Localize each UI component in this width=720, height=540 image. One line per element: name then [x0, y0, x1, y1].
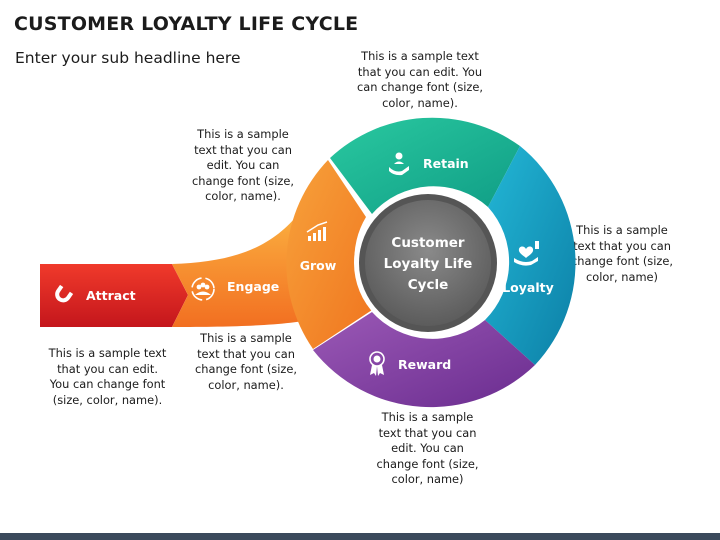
- award-ribbon-icon: [369, 351, 385, 376]
- stage-attract-label: Attract: [86, 288, 136, 303]
- center-line-2: Loyalty Life: [384, 256, 473, 272]
- note-retain-left: This is a sample text that you can edit.…: [192, 127, 294, 204]
- center-line-1: Customer: [391, 235, 465, 251]
- magnet-icon: [55, 284, 74, 303]
- stage-attract-band: [40, 264, 188, 327]
- note-loyalty: This is a sample text that you can chang…: [571, 223, 673, 284]
- stage-grow-label: Grow: [300, 258, 337, 273]
- note-attract: This is a sample text that you can edit.…: [48, 346, 167, 407]
- heart-hand-icon: [514, 241, 539, 266]
- stage-grow-segment: [286, 160, 372, 349]
- stage-loyalty-label: Loyalty: [502, 280, 554, 295]
- stage-reward-segment: [313, 312, 535, 408]
- stage-loyalty-segment: [485, 146, 576, 365]
- stage-retain-segment: [330, 117, 520, 214]
- stage-retain-label: Retain: [423, 156, 469, 171]
- page-title: CUSTOMER LOYALTY LIFE CYCLE: [14, 13, 359, 35]
- stage-engage-label: Engage: [227, 279, 279, 294]
- note-reward: This is a sample text that you can edit.…: [376, 410, 479, 487]
- note-top: This is a sample text that you can edit.…: [356, 49, 484, 110]
- center-circle: [365, 200, 491, 326]
- page-subtitle: Enter your sub headline here: [15, 49, 241, 67]
- center-line-3: Cycle: [408, 277, 449, 293]
- group-icon: [191, 277, 215, 301]
- bottom-bar: [0, 533, 720, 540]
- stage-reward-label: Reward: [398, 357, 451, 372]
- person-hand-icon: [389, 152, 409, 176]
- note-engage: This is a sample text that you can chang…: [195, 331, 297, 392]
- growth-chart-icon: [306, 221, 328, 241]
